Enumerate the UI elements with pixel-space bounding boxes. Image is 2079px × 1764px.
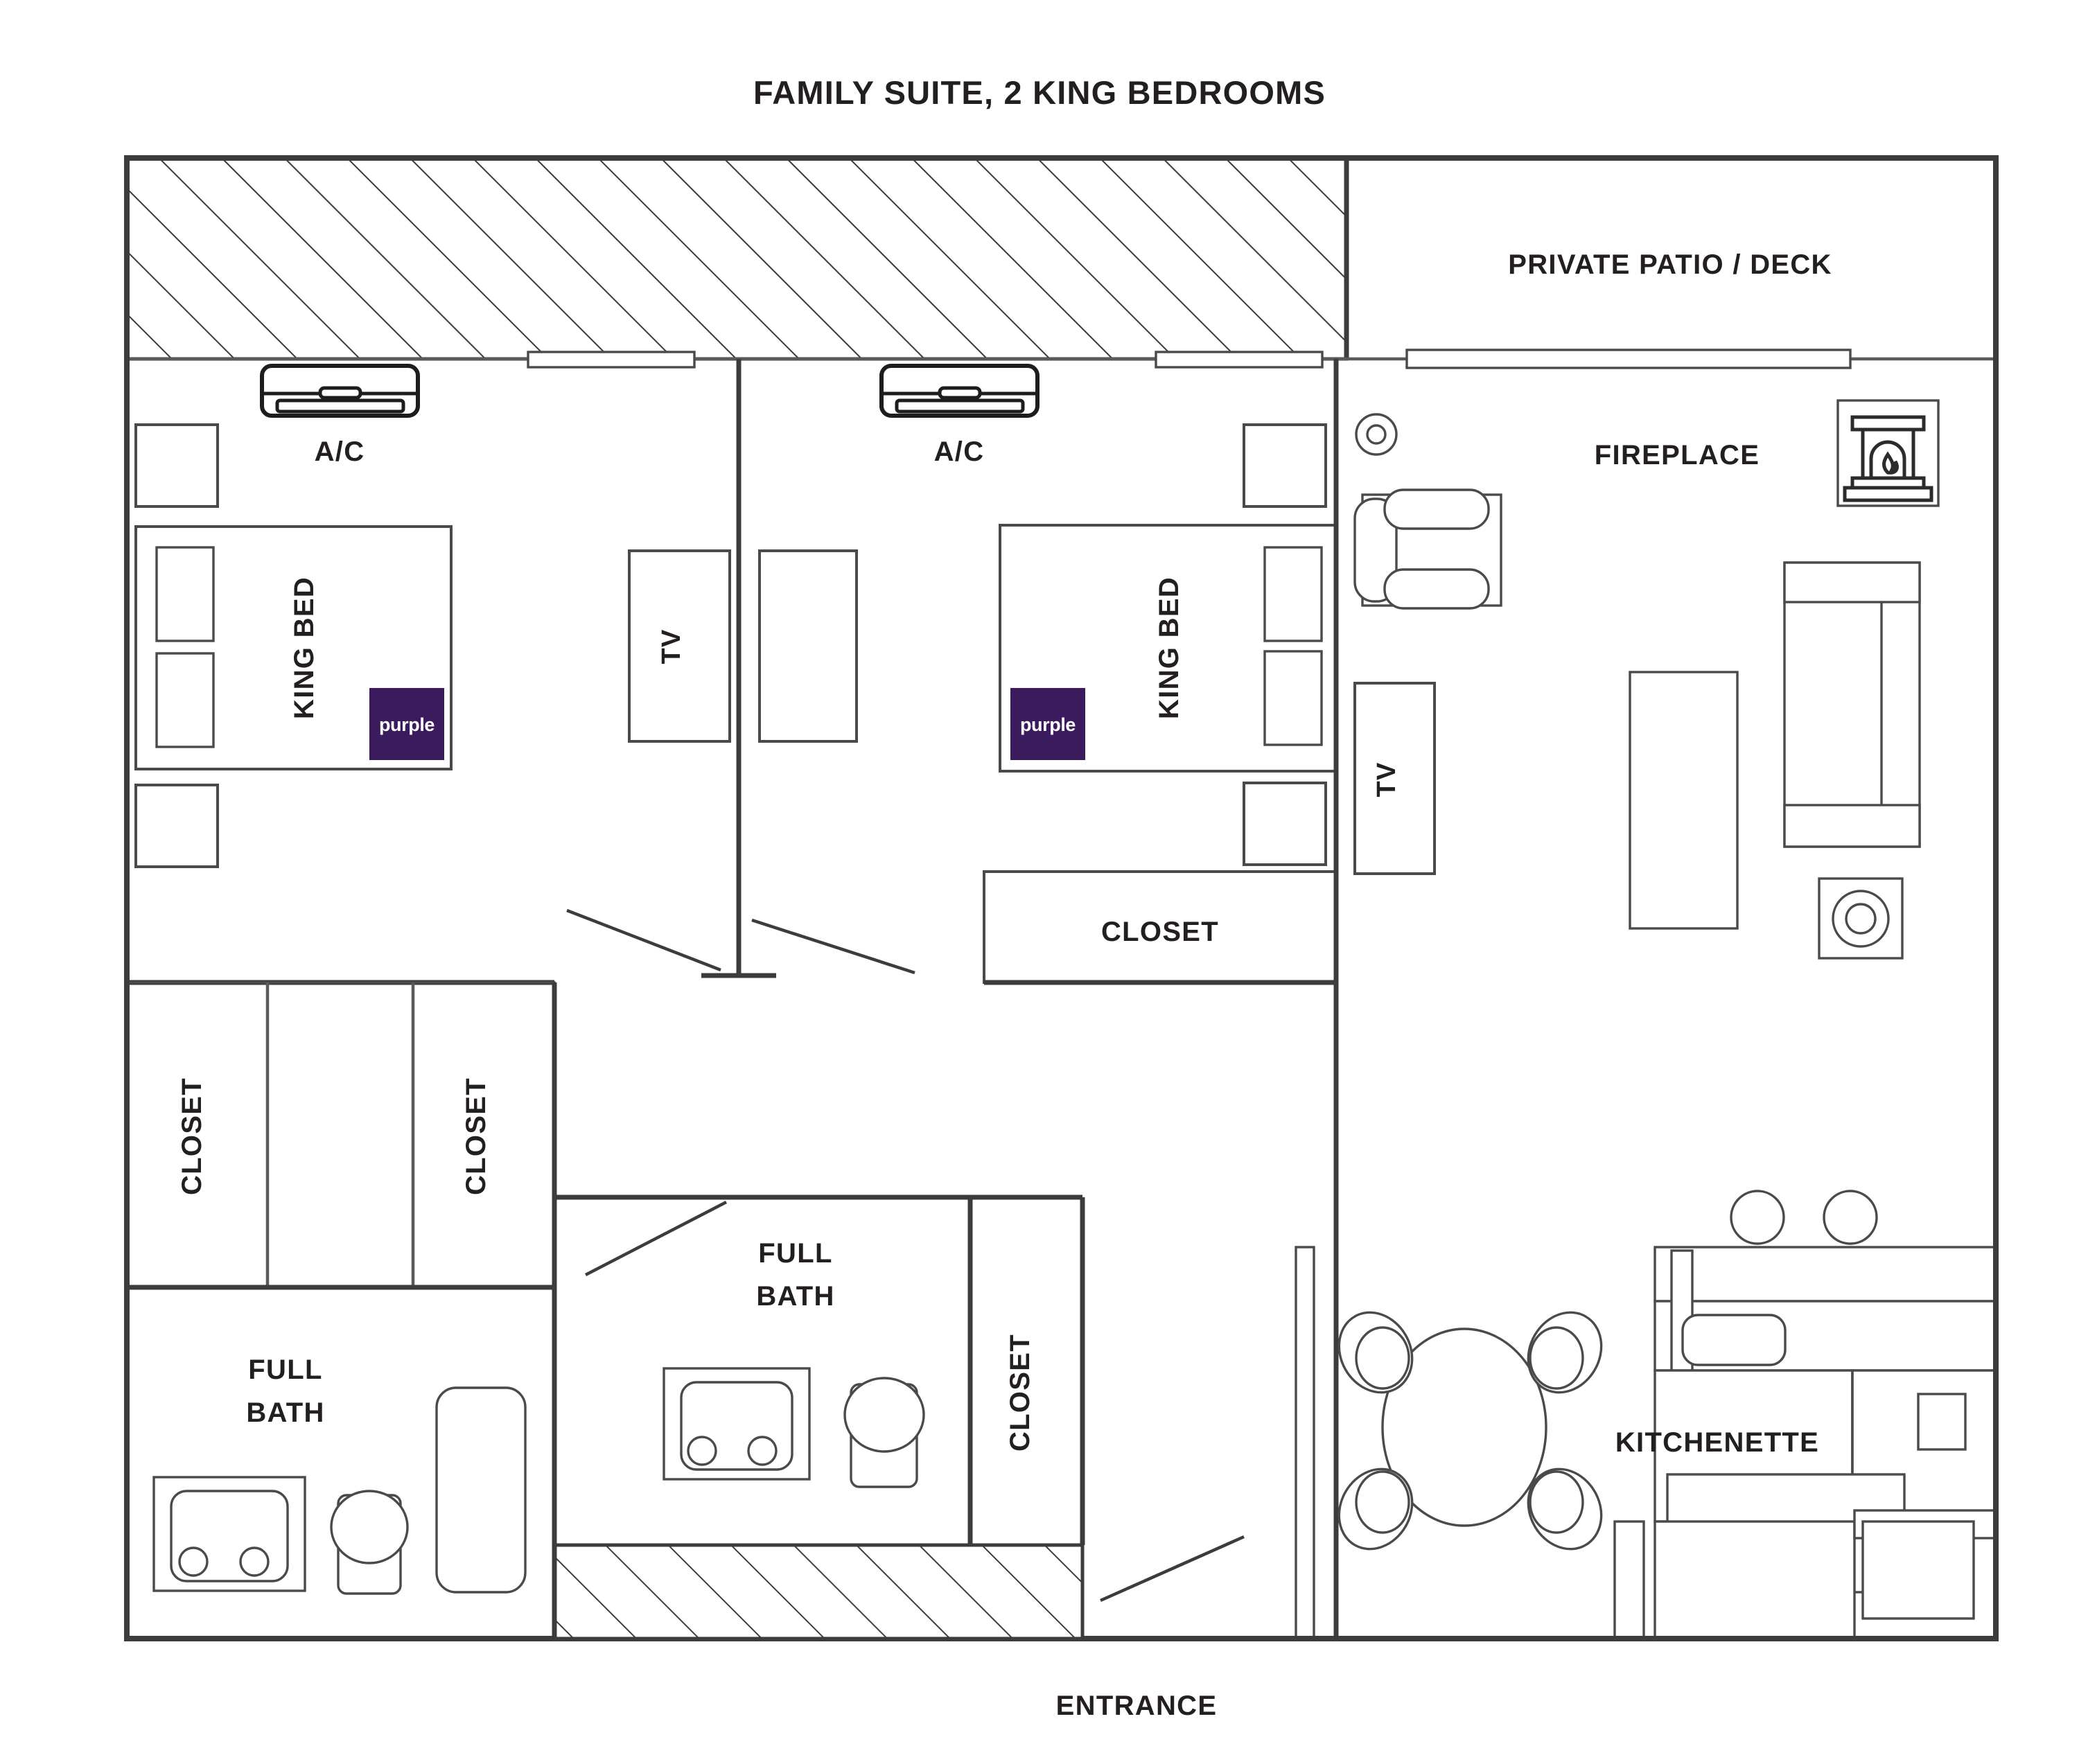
bathroom-middle: FULL BATH CLOSET (554, 1194, 1085, 1545)
label-full-bath-left-2: BATH (246, 1397, 324, 1428)
nightstand (134, 784, 219, 868)
door-swing-icon (751, 918, 915, 975)
label-closet-hall-left: CLOSET (177, 1077, 207, 1195)
brand-label: purple (1020, 714, 1076, 735)
nightstand (134, 423, 219, 508)
dishwasher (1653, 1520, 1856, 1640)
tv-console (1353, 682, 1436, 875)
toilet-icon (843, 1377, 925, 1488)
sink-icon (152, 1476, 306, 1592)
pillow (1263, 650, 1323, 746)
label-ac-left: A/C (315, 436, 365, 467)
window-icon (1155, 351, 1324, 369)
sofa-icon (1783, 561, 1921, 848)
pillow (155, 546, 215, 642)
door-swing-icon (584, 1201, 728, 1276)
page-title: FAMILY SUITE, 2 KING BEDROOMS (753, 74, 1326, 111)
bedroom-right: A/C KING BED purple CLOSET (751, 359, 1339, 985)
round-table-icon (1381, 1328, 1547, 1527)
pillow (1263, 546, 1323, 642)
label-tv-living: TV (1372, 762, 1401, 797)
label-king-bed-right: KING BED (1154, 576, 1184, 719)
nightstand (1243, 423, 1327, 508)
bathtub-icon (435, 1386, 527, 1594)
side-table-lamp-icon (1818, 877, 1904, 960)
label-entrance: ENTRANCE (1056, 1691, 1218, 1721)
purple-brand-logo: purple (1010, 688, 1085, 760)
air-conditioner-icon (879, 364, 1040, 418)
living-room: TV FIREPLACE (1353, 399, 1940, 960)
closet-bedroom-right (983, 870, 1337, 984)
kitchenette: KITCHENETTE (1295, 1190, 1998, 1640)
hall-closets: CLOSET CLOSET (125, 980, 557, 1289)
door-swing-icon (566, 908, 721, 972)
wall-left-bottom (127, 1545, 557, 1641)
label-king-bed-left: KING BED (289, 576, 319, 719)
exterior-hatched-wall-top (125, 156, 1349, 361)
chair-icon (1337, 1467, 1414, 1551)
toilet-icon (330, 1490, 409, 1595)
label-tv-bedroom-left: TV (657, 629, 686, 664)
sink-icon (1681, 1314, 1787, 1366)
building-outline-top (124, 155, 1999, 1641)
stove-burner-icon (1730, 1190, 1785, 1245)
label-ac-right: A/C (934, 436, 985, 467)
purple-brand-logo: purple (369, 688, 444, 760)
window-icon (527, 351, 696, 369)
armchair-icon (1353, 488, 1502, 610)
label-closet-bedroom-right: CLOSET (1101, 917, 1219, 947)
bathroom-left: FULL BATH (127, 1285, 557, 1639)
coffee-table (1629, 671, 1739, 930)
window-icon (1405, 349, 1852, 369)
partition-wall (1295, 1246, 1315, 1640)
private-patio-deck-area: PRIVATE PATIO / DECK (1344, 158, 1996, 359)
label-full-bath-middle-1: FULL (758, 1238, 832, 1269)
label-closet-hall-right: CLOSET (461, 1077, 491, 1195)
pillow (155, 652, 215, 748)
label-fireplace: FIREPLACE (1595, 440, 1760, 470)
exterior-hatched-wall-bottom (552, 1543, 1085, 1641)
sink-icon (663, 1367, 811, 1481)
entrance-area: ENTRANCE (1056, 1535, 1245, 1721)
door-swing-icon (1100, 1535, 1245, 1603)
chair-icon (1527, 1467, 1603, 1551)
bedroom-left: A/C KING BED purple TV (134, 364, 731, 972)
counter (1653, 1246, 1997, 1303)
range (1861, 1520, 1975, 1620)
label-closet-bath-right: CLOSET (1005, 1334, 1035, 1452)
stove-burner-icon (1823, 1190, 1878, 1245)
cabinet (1917, 1393, 1967, 1451)
label-kitchenette: KITCHENETTE (1615, 1427, 1819, 1458)
dresser (758, 549, 858, 743)
party-wall-bedrooms (701, 359, 776, 978)
label-full-bath-left-1: FULL (248, 1355, 322, 1385)
air-conditioner-icon (260, 364, 420, 418)
label-private-patio-deck: PRIVATE PATIO / DECK (1508, 249, 1832, 280)
label-full-bath-middle-2: BATH (756, 1281, 834, 1312)
tv-dresser (628, 549, 731, 743)
nightstand (1243, 782, 1327, 866)
fireplace-icon (1836, 399, 1940, 507)
brand-label: purple (379, 714, 435, 735)
chair-icon (1337, 1311, 1414, 1394)
counter-edge (1613, 1520, 1645, 1640)
chair-icon (1527, 1311, 1603, 1394)
side-table-lamp-icon (1355, 413, 1398, 456)
window-group-top (527, 349, 1852, 369)
